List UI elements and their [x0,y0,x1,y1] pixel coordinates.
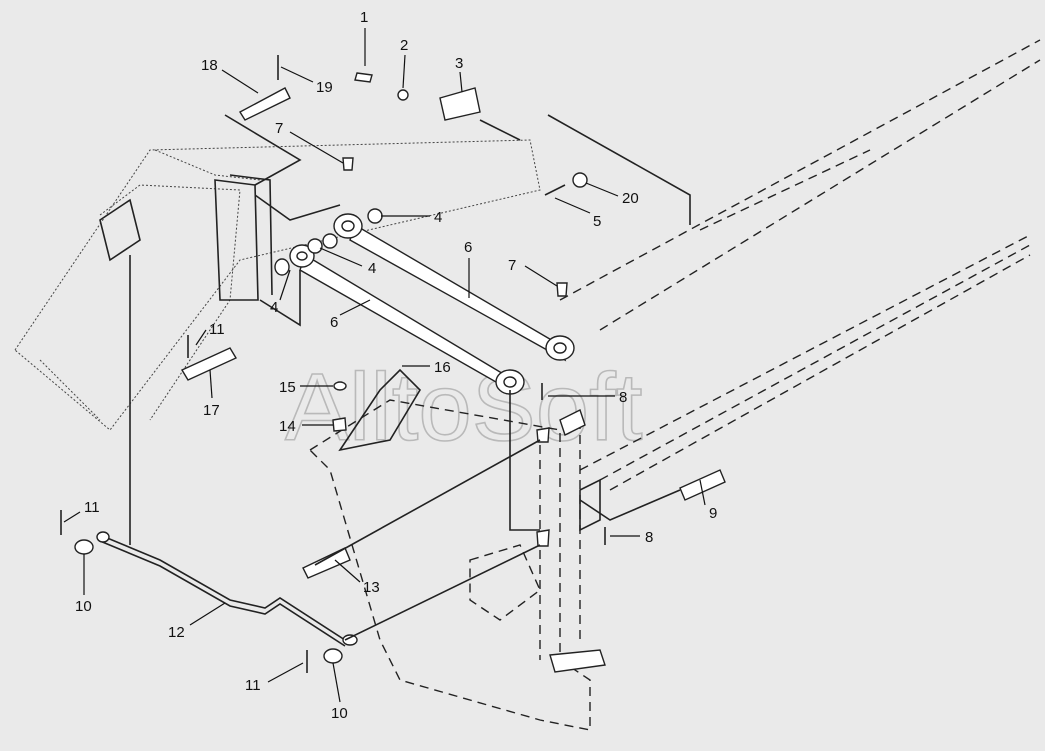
mounting-bracket [308,368,606,731]
callout-13: 13 [363,579,380,596]
callout-1: 1 [360,9,368,26]
loader-arm-outline [14,139,541,431]
callout-18: 18 [201,57,218,74]
lift-link-lower [289,244,525,395]
callout-6: 6 [464,239,472,256]
callout-17: 17 [203,402,220,419]
callout-4: 4 [368,260,376,277]
washers [74,89,588,664]
linkage-rod [96,531,358,647]
callout-8: 8 [619,389,627,406]
callout-14: 14 [279,418,296,435]
callout-11: 11 [245,677,261,694]
callout-7: 7 [508,257,516,274]
callout-4: 4 [270,299,278,316]
callout-8: 8 [645,529,653,546]
callout-6: 6 [330,314,338,331]
callout-10: 10 [75,598,92,615]
callout-12: 12 [168,624,185,641]
callout-11: 11 [84,499,100,516]
callout-4: 4 [434,209,442,226]
callout-20: 20 [622,190,639,207]
callout-5: 5 [593,213,601,230]
spring-pins [60,55,606,673]
watermark: AlltoSoft [285,354,643,461]
attachment-plate [99,174,273,301]
callout-2: 2 [400,37,408,54]
connection-lines [129,114,691,641]
callout-16: 16 [434,359,451,376]
callouts: 1 2 3 4 4 4 5 6 6 7 7 8 8 9 10 10 11 11 … [75,9,717,722]
pins [180,72,726,579]
callout-9: 9 [709,505,717,522]
callout-7: 7 [275,120,283,137]
leader-lines [63,28,706,703]
callout-15: 15 [279,379,296,396]
callout-19: 19 [316,79,333,96]
callout-11: 11 [209,321,225,338]
lift-link-upper [333,213,575,362]
callout-3: 3 [455,55,463,72]
frame-rails [559,39,1041,491]
callout-10: 10 [331,705,348,722]
